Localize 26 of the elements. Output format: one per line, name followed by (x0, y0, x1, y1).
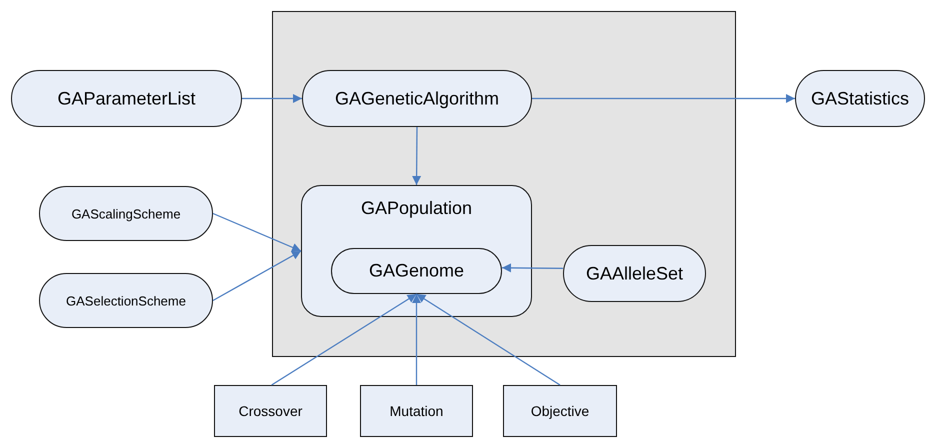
node-label: GAPopulation (360, 198, 472, 219)
node-label: Mutation (390, 403, 444, 419)
group-node (301, 185, 532, 317)
node-label: GAGeneticAlgorithm (334, 88, 500, 109)
process-box (503, 385, 617, 437)
arrow (532, 94, 795, 103)
arrow (412, 127, 422, 185)
arrow (271, 294, 417, 386)
arrow (212, 212, 302, 252)
node-label: GAParameterList (57, 88, 196, 109)
arrow (502, 263, 563, 272)
arrow (212, 250, 302, 302)
arrow (416, 294, 560, 386)
node-label: GASelectionScheme (66, 293, 186, 308)
panel-background (272, 11, 736, 357)
process-box (360, 385, 473, 437)
node-label: GAStatistics (810, 88, 910, 109)
rounded-node (331, 248, 502, 294)
process-box (214, 385, 327, 437)
node-label: GAAlleleSet (586, 263, 684, 284)
node-label: GAScalingScheme (71, 206, 181, 221)
node-label: Crossover (238, 403, 302, 419)
node-label: GAGenome (368, 260, 464, 282)
node-label: Objective (530, 403, 590, 419)
arrow (412, 294, 421, 385)
arrow (242, 94, 302, 103)
